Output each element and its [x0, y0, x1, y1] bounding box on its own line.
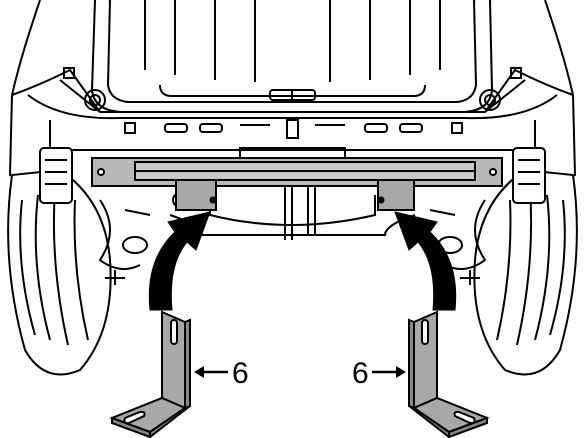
- callout-right: 6: [352, 357, 406, 390]
- vehicle-body: [8, 0, 577, 186]
- callout-left: 6: [194, 357, 249, 390]
- tail-lamp-left: [39, 147, 73, 204]
- l-bracket-left: [109, 310, 191, 438]
- tail-lamp-right: [512, 147, 546, 204]
- callout-label-left: 6: [232, 357, 249, 390]
- hitch-crossbar: [91, 157, 503, 211]
- tire-right: [473, 168, 578, 376]
- tire-left: [7, 168, 112, 376]
- curved-arrow-icon: [148, 211, 457, 311]
- callout-label-right: 6: [352, 357, 369, 390]
- l-bracket-right: [408, 310, 490, 438]
